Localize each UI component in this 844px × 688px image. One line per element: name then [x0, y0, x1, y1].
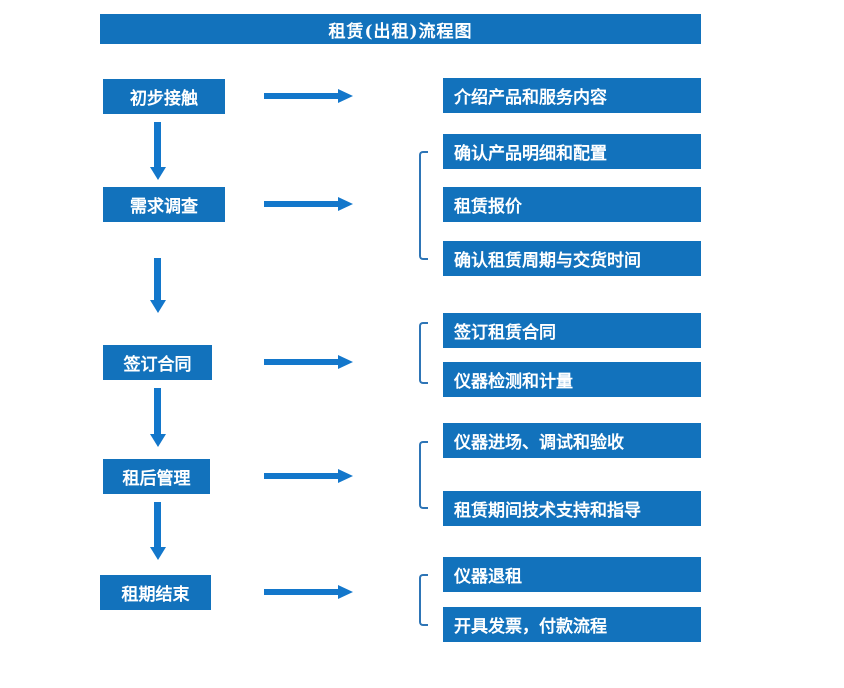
detail-box-sign-rental-contract: 签订租赁合同 [443, 313, 701, 348]
arrow-right-icon [264, 197, 353, 211]
flowchart-title: 租赁(出租)流程图 [100, 14, 701, 44]
detail-box-introduce-products-services: 介绍产品和服务内容 [443, 78, 701, 113]
detail-box-instrument-return: 仪器退租 [443, 557, 701, 592]
step-box-post-rental-management: 租后管理 [103, 459, 210, 494]
step-box-rental-end: 租期结束 [100, 575, 211, 610]
arrow-down-icon [150, 258, 166, 313]
arrow-down-icon [150, 388, 166, 447]
arrow-right-icon [264, 585, 353, 599]
arrow-right-icon [264, 89, 353, 103]
step-box-demand-survey: 需求调查 [103, 187, 225, 222]
detail-box-invoice-payment-process: 开具发票，付款流程 [443, 607, 701, 642]
arrow-down-icon [150, 502, 166, 560]
detail-box-technical-support-guidance: 租赁期间技术支持和指导 [443, 491, 701, 526]
group-bracket-sign-contract [419, 322, 428, 384]
group-bracket-rental-end [419, 574, 428, 626]
step-box-sign-contract: 签订合同 [103, 345, 212, 380]
group-bracket-post-rental-management [419, 441, 428, 509]
detail-box-instrument-testing-metering: 仪器检测和计量 [443, 362, 701, 397]
arrow-down-icon [150, 122, 166, 180]
detail-box-confirm-rental-period-delivery: 确认租赁周期与交货时间 [443, 241, 701, 276]
arrow-right-icon [264, 355, 353, 369]
detail-box-confirm-product-details: 确认产品明细和配置 [443, 134, 701, 169]
detail-box-instrument-entry-debug-acceptance: 仪器进场、调试和验收 [443, 423, 701, 458]
group-bracket-demand-survey [419, 151, 428, 260]
step-box-initial-contact: 初步接触 [103, 79, 225, 114]
arrow-right-icon [264, 469, 353, 483]
detail-box-rental-quotation: 租赁报价 [443, 187, 701, 222]
